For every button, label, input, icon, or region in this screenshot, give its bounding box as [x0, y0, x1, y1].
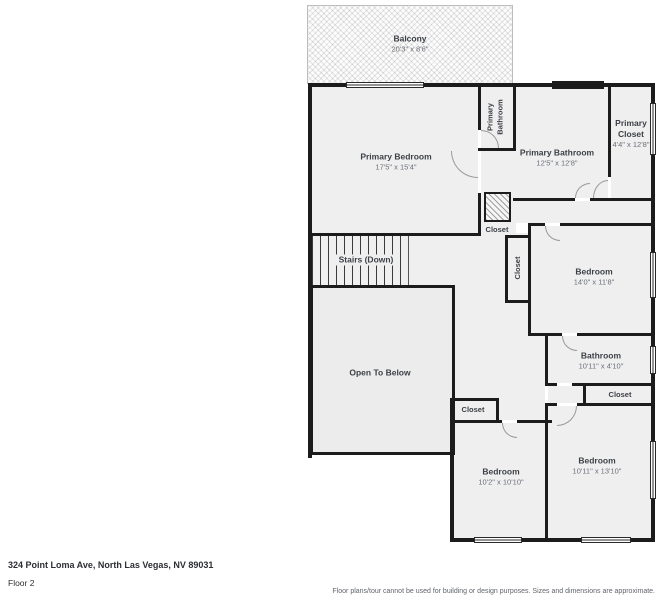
room-label-bedroom-sw: Bedroom 10'2" x 10'10"	[478, 467, 523, 488]
wall-segment	[517, 420, 552, 423]
room-label-bedroom-ne: Bedroom 14'0" x 11'8"	[574, 267, 615, 288]
room-dims: 12'5" x 12'8"	[536, 158, 578, 168]
wall-segment	[308, 83, 312, 458]
room-name: Closet	[608, 390, 632, 400]
room-label-primary-closet: Primary Closet 4'4" x 12'8"	[607, 118, 655, 150]
wall-segment	[608, 85, 611, 177]
wall-segment	[577, 333, 651, 336]
window-marker	[650, 346, 656, 374]
room-label-bedroom-se: Bedroom 10'11" x 13'10"	[573, 456, 622, 477]
hall-mid-area	[455, 233, 545, 420]
room-label-closet-vertical: Closet	[513, 257, 523, 280]
wall-segment	[528, 223, 545, 226]
room-dims: 10'11" x 4'10"	[578, 361, 624, 371]
room-dims: 20'3" x 8'6"	[391, 44, 429, 54]
room-label-closet-right: Closet	[609, 390, 632, 400]
wall-segment	[505, 300, 531, 303]
hall-br-area	[548, 386, 583, 403]
door-arc	[575, 183, 590, 198]
bedroom-ne-area	[531, 226, 651, 333]
room-name: Bedroom	[482, 466, 520, 477]
window-marker	[650, 103, 656, 155]
disclaimer-text: Floor plans/tour cannot be used for buil…	[332, 588, 655, 595]
wall-segment	[560, 223, 651, 226]
wall-segment	[577, 403, 651, 406]
room-dims: 10'2" x 10'10"	[478, 477, 524, 487]
wall-segment	[505, 235, 531, 238]
room-dims: 17'5" x 15'4"	[375, 162, 417, 172]
wall-segment	[545, 336, 548, 383]
room-dims: 14'0" x 11'8"	[573, 277, 615, 287]
room-name: Balcony	[393, 33, 427, 44]
room-name: Closet	[513, 256, 523, 280]
room-label-closet-hall: Closet	[486, 225, 509, 235]
bedroom-sw-area	[454, 423, 545, 538]
room-name: Open To Below	[349, 367, 411, 378]
wall-segment	[310, 233, 481, 236]
room-name: Bedroom	[575, 266, 613, 277]
window-marker	[474, 537, 522, 543]
wall-segment	[572, 383, 651, 386]
wall-segment	[583, 386, 586, 403]
window-marker	[346, 82, 424, 88]
room-name: Bathroom	[580, 350, 622, 361]
wall-segment	[478, 193, 481, 236]
wall-segment	[545, 403, 557, 406]
wall-segment	[478, 148, 516, 151]
window-marker	[650, 252, 656, 298]
floor-label: Floor 2	[8, 578, 35, 588]
wall-segment	[496, 398, 499, 423]
room-name: Primary Closet	[615, 118, 647, 140]
wall-segment	[528, 223, 531, 336]
primary-bedroom-area	[312, 87, 478, 233]
room-label-balcony: Balcony 20'3" x 8'6"	[392, 34, 429, 55]
wall-segment	[450, 398, 454, 542]
primary-closet-area	[611, 87, 651, 198]
wall-segment	[552, 81, 604, 89]
balcony-area	[307, 5, 513, 84]
room-name: Stairs (Down)	[335, 254, 397, 266]
address-text: 324 Point Loma Ave, North Las Vegas, NV …	[8, 560, 214, 570]
room-name: Closet	[461, 405, 485, 415]
open-to-below-area	[310, 285, 455, 455]
wall-segment	[590, 198, 651, 201]
room-name: Primary Bedroom	[360, 151, 432, 162]
bedroom-se-area	[548, 406, 651, 538]
wall-segment	[478, 85, 481, 130]
room-label-stairs: Stairs (Down)	[335, 254, 397, 266]
room-name: Bedroom	[578, 455, 616, 466]
wall-segment	[450, 420, 502, 423]
closet-left-area	[454, 401, 496, 420]
room-label-primary-bathroom-small: Primary Bathroom	[485, 91, 505, 143]
wall-segment	[528, 333, 562, 336]
wall-segment	[651, 83, 655, 542]
wall-segment	[545, 383, 557, 386]
stair-landing-area	[409, 236, 455, 287]
room-label-closet-left: Closet	[462, 405, 485, 415]
wall-segment	[513, 85, 516, 151]
room-label-primary-bathroom: Primary Bathroom 12'5" x 12'8"	[520, 148, 594, 169]
wall-segment	[513, 198, 575, 201]
wall-segment	[545, 406, 548, 538]
stairs-edge-line	[408, 236, 409, 286]
room-dims: 10'11" x 13'10"	[572, 466, 622, 476]
window-marker	[581, 537, 631, 543]
room-label-bathroom: Bathroom 10'11" x 4'10"	[579, 351, 624, 372]
room-name: Primary Bathroom	[485, 99, 504, 135]
room-label-open-to-below: Open To Below	[349, 367, 410, 378]
room-dims: 4'4" x 12'8"	[612, 140, 650, 150]
closet-hatch-box	[484, 192, 511, 222]
hall-right-area	[516, 201, 651, 223]
wall-segment	[308, 83, 655, 87]
room-name: Primary Bathroom	[519, 147, 595, 158]
closet-right-area	[586, 386, 651, 403]
room-name: Closet	[485, 225, 509, 235]
window-marker	[650, 441, 656, 499]
primary-bathroom-area	[516, 87, 608, 198]
wall-segment	[505, 235, 508, 303]
room-label-primary-bedroom: Primary Bedroom 17'5" x 15'4"	[360, 152, 431, 173]
wall-segment	[450, 398, 499, 401]
